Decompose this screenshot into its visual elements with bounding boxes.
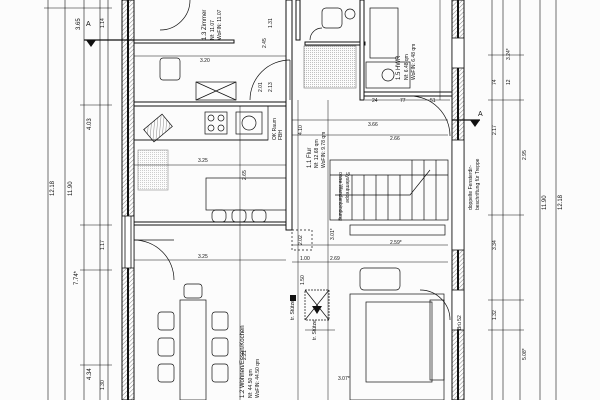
dim-3-66: 3.66	[368, 122, 378, 128]
room-bad-nf: Nf: 6.48 qm	[404, 54, 410, 80]
dim-74: 74	[492, 79, 498, 85]
left-dimension-lines	[44, 0, 112, 400]
column-label-2: tr. Stütze	[312, 320, 318, 340]
dim-3-07: 3.07*	[338, 376, 350, 382]
dim-24: 24	[372, 98, 378, 104]
dim-3-65: 3.65	[76, 18, 82, 30]
room-flur-wf: WoFIN: 9.78 qm	[321, 132, 327, 168]
dim-left-inner: 11.90	[68, 181, 74, 196]
dim-1-50: 1.50	[300, 275, 306, 285]
stairs-label: Systemtreppe	[344, 172, 350, 203]
room-bad-wf: WoFIN: 6.48 qm	[411, 44, 417, 80]
room-zimmer-nf: Nf: 11.07	[210, 20, 216, 40]
right-dimension-lines	[488, 0, 557, 400]
dim-right-inner: 11.90	[542, 195, 548, 210]
dim-2-02: 2.02	[298, 235, 304, 245]
dim-2-69: 2.69	[330, 256, 340, 262]
room-flur-name: 1.1 Flur	[307, 148, 313, 168]
section-label-top: A	[86, 21, 91, 28]
stairs	[291, 159, 449, 251]
dim-7-74: 7.74*	[74, 270, 80, 285]
dim-1-31: 1.31	[268, 18, 274, 28]
dim-2-95: 2.95	[522, 150, 528, 160]
dim-1-30: 1.30	[100, 380, 106, 390]
dim-3-25-a: 3.25	[198, 158, 208, 164]
zimmer-furniture	[159, 57, 237, 101]
dim-2-59: 2.59*	[390, 240, 402, 246]
interior-walls	[133, 0, 453, 231]
dim-left-outer: 12.18	[50, 180, 56, 196]
window-sill-label: Brü 52	[457, 315, 463, 330]
column-marker	[290, 295, 296, 301]
room-wohnen-name: 1.2 Wohnen/Essen/Kochen	[240, 325, 246, 398]
living-furniture	[304, 267, 445, 400]
dim-4-03: 4.03	[87, 118, 93, 130]
window-note-2: beschriftung für Treppe	[475, 158, 481, 210]
window-note: doppelte Fensterdir-	[468, 165, 474, 210]
windows	[121, 37, 465, 331]
bathroom-fixtures	[303, 7, 411, 89]
room-zimmer-wf: WoFIN: 11.07	[217, 9, 223, 40]
section-marker-top	[84, 39, 134, 47]
dim-3-20: 3.20	[200, 58, 210, 64]
dim-1-17: 1.17	[100, 240, 106, 250]
dim-4-10: 4.10	[298, 125, 304, 135]
room-wohnen-wf: WoFIN: 44.50 qm	[255, 359, 261, 398]
dim-1-32: 1.32	[492, 310, 498, 320]
room-bad-name: 1.5 HWR	[396, 55, 402, 80]
dim-2-01: 2.01	[258, 82, 264, 92]
dim-3-25-b: 3.25	[198, 254, 208, 260]
room-zimmer-name: 1.3 Zimmer	[202, 10, 208, 40]
dim-1-00: 1.00	[300, 256, 310, 262]
interior-dimension-lines	[134, 0, 450, 400]
dim-3-24: 3.24*	[506, 48, 512, 60]
dim-1-14: 1.14	[100, 18, 106, 28]
dim-3-01: 3.01*	[330, 228, 336, 240]
dim-2-66: 2.66	[390, 136, 400, 142]
room-flur-nf: Nf: 12.68 qm	[314, 139, 320, 168]
ok-raum-label: OK Raum	[272, 118, 278, 140]
door-swings	[133, 0, 451, 321]
dim-2-17: 2.17	[492, 125, 498, 135]
dining-table	[157, 283, 229, 400]
column-label: tr. Stütze	[290, 300, 296, 320]
dim-5-08: 5.08*	[522, 348, 528, 360]
dim-2-21: 2.21	[242, 350, 248, 360]
dim-77: 77	[400, 98, 406, 104]
fbh-label: FBH	[278, 130, 284, 140]
dim-right-outer: 12.18	[558, 194, 564, 210]
dim-2-13: 2.13	[268, 82, 274, 92]
section-marker-right	[452, 119, 480, 127]
section-label-right: A	[478, 111, 483, 118]
dim-3-34: 3.34	[492, 240, 498, 250]
room-wohnen-nf: Nf: 44.50 qm	[248, 369, 254, 398]
dim-12: 12	[506, 79, 512, 85]
dim-51: 51	[430, 98, 436, 104]
dim-2-65: 2.65	[242, 170, 248, 180]
stairs-label-2: ohne Wandanbindung	[337, 172, 343, 221]
dim-2-45: 2.45	[262, 38, 268, 48]
dim-4-34: 4.34	[87, 368, 93, 380]
kitchen	[133, 105, 287, 223]
